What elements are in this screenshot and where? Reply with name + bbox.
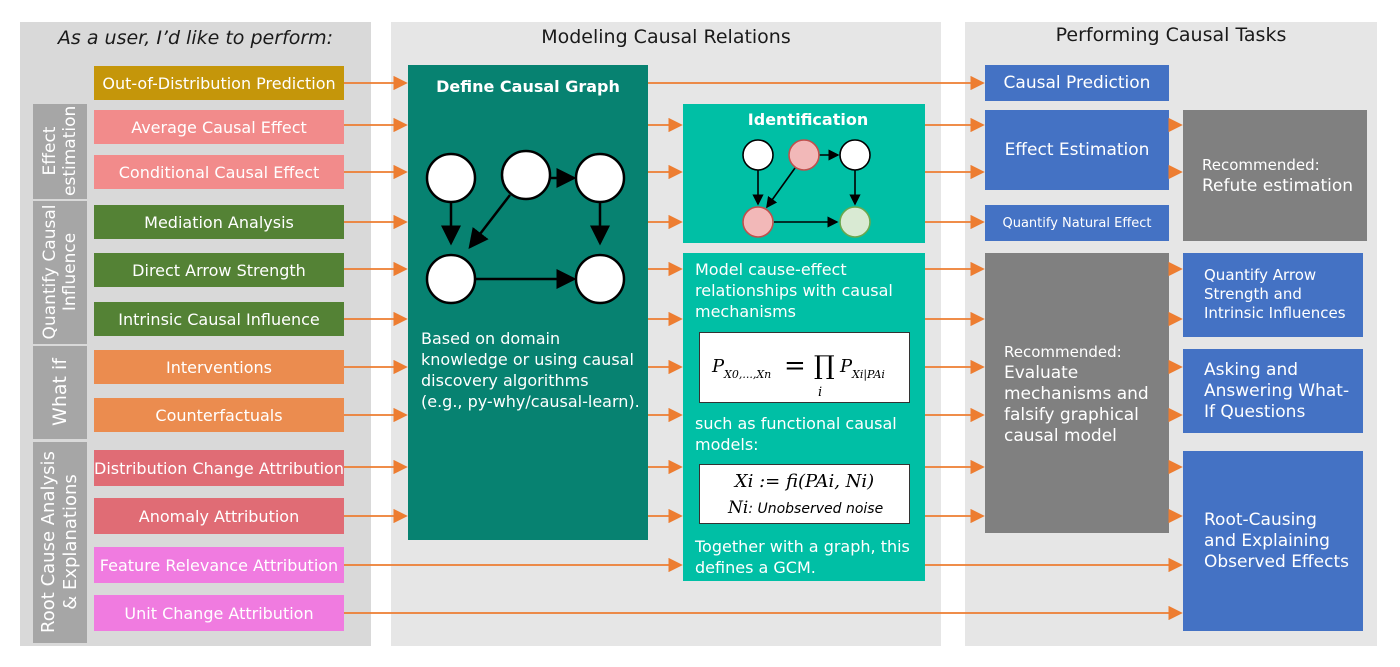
model-together: Together with a graph, this defines a GC… bbox=[695, 537, 910, 577]
group-effect-estimation: Effect estimation bbox=[33, 104, 87, 199]
model-such-as: such as functional causal models: bbox=[695, 414, 897, 454]
item-mediation-analysis[interactable]: Mediation Analysis bbox=[94, 205, 344, 239]
evaluate-text: Evaluate mechanisms and falsify graphica… bbox=[1004, 363, 1149, 446]
item-unit-change-attribution[interactable]: Unit Change Attribution bbox=[94, 595, 344, 631]
group-effect-label: Effect estimation bbox=[40, 105, 80, 196]
root-causing-text: Root-Causing and Explaining Observed Eff… bbox=[1204, 510, 1349, 572]
task-quantify-arrow-strength[interactable]: Quantify Arrow Strength and Intrinsic In… bbox=[1183, 253, 1363, 337]
evaluate-recommended: Recommended: bbox=[1004, 343, 1122, 361]
formula-joint-distribution: P X0,...,Xn = ∏ i P Xi|PAi bbox=[699, 332, 910, 403]
identification-title: Identification bbox=[747, 110, 869, 129]
formula-structural-equation: Xi := fi(PAi, Ni) Ni: Unobserved noise bbox=[699, 464, 910, 524]
what-if-text: Asking and Answering What- If Questions bbox=[1204, 360, 1350, 422]
formula2-line1: Xi := fi(PAi, Ni) bbox=[734, 471, 875, 492]
group-root-cause: Root Cause Analysis& Explanations bbox=[33, 442, 87, 643]
item-distribution-change-attribution[interactable]: Distribution Change Attribution bbox=[94, 450, 344, 486]
group-rca-label: Root Cause Analysis& Explanations bbox=[38, 451, 81, 633]
refute-title: Refute estimation bbox=[1202, 176, 1354, 196]
graph-node bbox=[839, 206, 871, 238]
formula1-rhs: P bbox=[839, 356, 853, 377]
identification-box: Identification bbox=[683, 104, 925, 243]
formula2-line2: Ni: Unobserved noise bbox=[728, 498, 884, 518]
refute-recommended: Recommended: bbox=[1202, 156, 1320, 174]
task-effect-estimation[interactable]: Effect Estimation bbox=[985, 110, 1169, 190]
task-causal-prediction[interactable]: Causal Prediction bbox=[985, 65, 1169, 101]
graph-node bbox=[574, 253, 626, 305]
graph-node bbox=[839, 139, 871, 171]
item-direct-arrow-strength[interactable]: Direct Arrow Strength bbox=[94, 253, 344, 287]
item-conditional-causal-effect[interactable]: Conditional Causal Effect bbox=[94, 155, 344, 189]
define-causal-graph-title: Define Causal Graph bbox=[436, 77, 620, 96]
task-quantify-natural-effect[interactable]: Quantify Natural Effect bbox=[985, 205, 1169, 241]
causal-graph-diagram bbox=[425, 149, 626, 305]
formula1-lhs: P bbox=[711, 356, 725, 377]
item-intrinsic-causal-influence[interactable]: Intrinsic Causal Influence bbox=[94, 302, 344, 336]
graph-node bbox=[788, 139, 820, 171]
right-column-header: Performing Causal Tasks bbox=[1055, 24, 1287, 46]
task-what-if-questions[interactable]: Asking and Answering What- If Questions bbox=[1183, 349, 1363, 433]
task-root-causing[interactable]: Root-Causing and Explaining Observed Eff… bbox=[1183, 451, 1363, 631]
graph-node bbox=[425, 253, 477, 305]
define-description: Based on domain knowledge or using causa… bbox=[421, 329, 640, 411]
middle-column-header: Modeling Causal Relations bbox=[541, 26, 791, 48]
graph-node bbox=[425, 152, 477, 204]
identification-graph bbox=[742, 139, 871, 238]
arrow-strength-text: Quantify Arrow Strength and Intrinsic In… bbox=[1204, 266, 1346, 322]
item-interventions[interactable]: Interventions bbox=[94, 350, 344, 384]
task-refute-estimation[interactable]: Recommended: Refute estimation bbox=[1183, 110, 1367, 241]
formula1-rhs-sub: Xi|PAi bbox=[851, 368, 885, 382]
group-whatif-label: What if bbox=[49, 358, 71, 426]
item-anomaly-attribution[interactable]: Anomaly Attribution bbox=[94, 498, 344, 534]
formula-product-svg: P X0,...,Xn = ∏ i P Xi|PAi bbox=[711, 351, 885, 400]
item-average-causal-effect[interactable]: Average Causal Effect bbox=[94, 110, 344, 144]
formula1-eq: = ∏ bbox=[784, 351, 835, 381]
graph-node bbox=[742, 139, 774, 171]
left-column-header: As a user, I’d like to perform: bbox=[57, 27, 334, 49]
define-causal-graph-box: Define Causal Graph Based on domain know… bbox=[408, 65, 648, 540]
formula1-prod-sub: i bbox=[818, 385, 822, 400]
model-mechanisms-box: Model cause-effect relationships with ca… bbox=[683, 253, 925, 581]
graph-node bbox=[742, 206, 774, 238]
model-description: Model cause-effect relationships with ca… bbox=[695, 260, 893, 321]
graph-node bbox=[574, 152, 626, 204]
item-ood-prediction[interactable]: Out-of-Distribution Prediction bbox=[94, 66, 344, 100]
formula1-lhs-sub: X0,...,Xn bbox=[723, 368, 771, 381]
group-what-if: What if bbox=[33, 346, 87, 439]
item-feature-relevance-attribution[interactable]: Feature Relevance Attribution bbox=[94, 547, 344, 583]
graph-node bbox=[500, 149, 552, 201]
item-counterfactuals[interactable]: Counterfactuals bbox=[94, 398, 344, 432]
task-evaluate-mechanisms[interactable]: Recommended: Evaluate mechanisms and fal… bbox=[985, 253, 1169, 533]
